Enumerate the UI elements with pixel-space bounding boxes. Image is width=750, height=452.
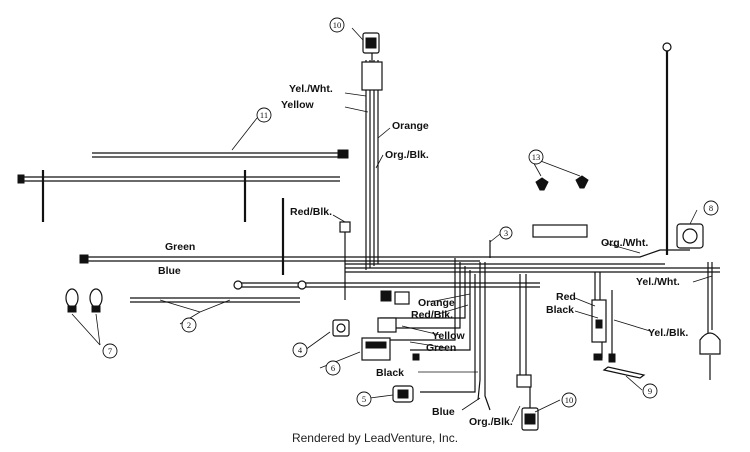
callout-2: 2 (187, 320, 191, 330)
label-orange-top: Orange (392, 120, 429, 132)
label-yel-wht-top: Yel./Wht. (289, 83, 333, 95)
callout-10-top: 10 (333, 20, 342, 30)
callout-4: 4 (298, 345, 303, 355)
label-green-left: Green (165, 241, 195, 253)
label-black-right: Black (546, 304, 574, 316)
callout-9: 9 (648, 386, 652, 396)
label-org-wht: Org./Wht. (601, 237, 648, 249)
callout-10-bottom: 10 (565, 395, 574, 405)
callout-5: 5 (362, 394, 366, 404)
label-yellow-top: Yellow (281, 99, 315, 111)
callout-8: 8 (709, 203, 713, 213)
label-yel-blk-right: Yel./Blk. (648, 327, 688, 339)
footer-credit: Rendered by LeadVenture, Inc. (291, 431, 459, 445)
label-org-blk-bottom: Org./Blk. (469, 416, 513, 428)
callout-11: 11 (260, 110, 268, 120)
label-black-mid: Black (376, 367, 404, 379)
label-org-blk-top: Org./Blk. (385, 149, 429, 161)
label-yel-wht-right: Yel./Wht. (636, 276, 680, 288)
label-blue-left: Blue (158, 265, 181, 277)
components (17, 32, 721, 431)
harness-wires (20, 50, 720, 411)
callout-7: 7 (108, 346, 112, 356)
label-red-blk: Red/Blk. (290, 206, 332, 218)
label-red-blk-mid: Red/Blk. (411, 309, 453, 321)
leader-lines (71, 27, 713, 423)
label-red-right: Red (556, 291, 576, 303)
label-green-mid: Green (426, 342, 456, 354)
callouts: 10 11 13 3 8 2 7 4 6 5 9 10 (102, 17, 719, 408)
wire-labels: Yel./Wht. Yellow Orange Org./Blk. Red/Bl… (158, 83, 688, 428)
label-orange-mid: Orange (418, 297, 455, 309)
callout-3: 3 (504, 228, 508, 238)
label-yellow-mid: Yellow (432, 330, 466, 342)
callout-13: 13 (532, 152, 541, 162)
callout-6: 6 (331, 363, 335, 373)
label-blue-bottom: Blue (432, 406, 455, 418)
